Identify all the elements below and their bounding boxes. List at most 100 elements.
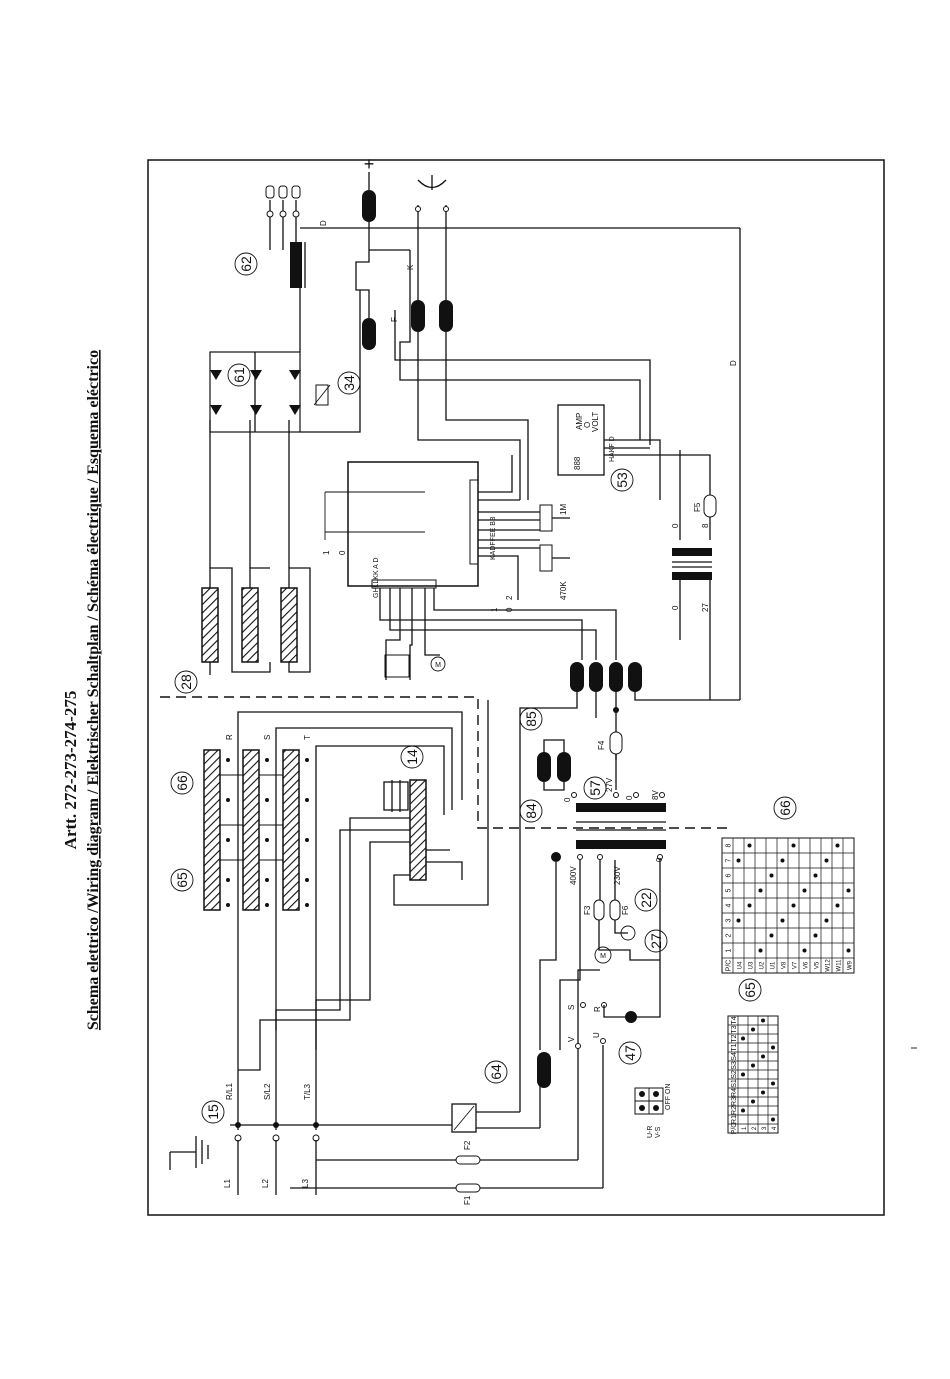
svg-text:D: D — [319, 220, 328, 226]
component-66a — [170, 771, 194, 795]
table-row-label: U2 — [760, 961, 766, 969]
component-84 — [519, 799, 543, 823]
svg-text:61: 61 — [231, 367, 247, 383]
svg-text:27: 27 — [648, 933, 664, 949]
svg-text:66: 66 — [777, 800, 793, 816]
contact-dot — [780, 918, 785, 923]
contact-dot — [791, 843, 796, 848]
table-row-label: 3 — [762, 1126, 768, 1130]
table-header-cell: P/C — [726, 960, 733, 972]
table-row-label: 2 — [752, 1126, 758, 1130]
contact-dot — [771, 1045, 775, 1050]
contact-dot — [835, 843, 840, 848]
svg-text:2: 2 — [505, 595, 514, 600]
svg-text:S: S — [263, 735, 272, 740]
contact-dot — [747, 903, 752, 908]
svg-text:22: 22 — [638, 892, 654, 908]
potentiometer-1m: 1M — [539, 504, 570, 532]
table-row-label: W9 — [848, 960, 854, 970]
table-header-cell: R3 — [731, 1097, 738, 1106]
contact-dot — [791, 903, 796, 908]
svg-text:0: 0 — [625, 795, 634, 800]
main-transformer-57: 57 0 27V 0 8V 400V 230V 0 — [563, 776, 666, 885]
contact-dot — [771, 1081, 775, 1086]
table-row-label: W12 — [826, 959, 832, 972]
svg-text:8: 8 — [701, 523, 710, 528]
contact-dot — [769, 933, 774, 938]
table-row-label: V8 — [782, 961, 788, 969]
svg-text:28: 28 — [178, 674, 194, 690]
table-header-cell: R4 — [731, 1088, 738, 1097]
svg-text:R: R — [225, 734, 234, 740]
svg-text:47: 47 — [622, 1045, 638, 1061]
svg-text:AMP: AMP — [575, 413, 584, 430]
table-header-cell: R1 — [731, 1115, 738, 1124]
table-header-cell: R2 — [731, 1106, 738, 1115]
svg-text:65: 65 — [742, 982, 758, 998]
transformer-62: 62 — [234, 185, 306, 288]
svg-text:OFF ON: OFF ON — [665, 1084, 672, 1110]
svg-text:400V: 400V — [569, 866, 578, 885]
svg-text:V: V — [567, 1036, 576, 1042]
fuse-f3-f6: F3 F6 — [583, 860, 660, 961]
svg-text:0: 0 — [338, 550, 347, 555]
svg-text:0: 0 — [563, 797, 572, 802]
contact-dot — [802, 948, 807, 953]
svg-text:F3: F3 — [583, 905, 592, 915]
svg-text:34: 34 — [341, 375, 357, 391]
component-27 — [644, 929, 668, 953]
svg-text:F5: F5 — [693, 502, 702, 512]
table-header-cell: 7 — [726, 858, 733, 862]
svg-text:R: R — [593, 1006, 602, 1012]
svg-text:62: 62 — [238, 256, 254, 272]
control-pins-left: GHLLKK A D — [373, 558, 380, 598]
contact-dot — [824, 918, 829, 923]
contact-dot — [741, 1072, 745, 1077]
table-header-cell: 4 — [726, 903, 733, 907]
table-header-cell: S3 — [731, 1061, 738, 1070]
diagram-subtitle: Schema elettrico /Wiring diagram / Elekt… — [85, 350, 102, 1030]
table-header-cell: T2 — [731, 1034, 738, 1042]
component-28 — [174, 670, 198, 694]
svg-text:HAKF D: HAKF D — [609, 436, 616, 462]
contact-dot — [751, 1099, 755, 1104]
table-row-label: V6 — [804, 961, 810, 969]
svg-text:U-R: U-R — [647, 1126, 654, 1138]
ground-icon — [169, 1136, 209, 1170]
contact-dot — [741, 1108, 745, 1113]
table-row-label: V5 — [815, 961, 821, 969]
pilot-lamp-icon — [551, 852, 561, 862]
table-header-cell: 2 — [726, 933, 733, 937]
component-64 — [484, 1060, 508, 1084]
table-header-cell: T1 — [731, 1043, 738, 1051]
svg-text:470K: 470K — [559, 581, 568, 600]
contact-dot — [813, 933, 818, 938]
svg-text:F6: F6 — [621, 905, 630, 915]
contact-dot — [769, 873, 774, 878]
control-board — [347, 461, 479, 587]
fuse-f1-f2: F2 F1 — [290, 1045, 604, 1205]
contact-dot — [751, 1027, 755, 1032]
fuse-f4 — [609, 731, 623, 755]
label-r-l1: R/L1 — [225, 1083, 234, 1100]
potentiometer-470k: 470K — [539, 544, 570, 600]
heating-elements-block — [203, 749, 309, 911]
svg-text:85: 85 — [523, 711, 539, 727]
label-t-l3: T/L3 — [303, 1083, 312, 1100]
label-s-l2: S/L2 — [263, 1083, 272, 1100]
svg-text:M: M — [435, 662, 441, 669]
indicator-lamp-icon — [625, 1011, 637, 1023]
contact-dot — [761, 1018, 765, 1023]
svg-text:VOLT: VOLT — [591, 412, 600, 432]
table-header-cell: 8 — [726, 843, 733, 847]
upper-heating-elements — [201, 420, 311, 675]
relay-stack — [570, 662, 642, 692]
svg-text:230V: 230V — [613, 866, 622, 885]
table-row-label: V7 — [793, 961, 799, 969]
table-row-label: W11 — [837, 959, 843, 972]
table-header-cell: 5 — [726, 888, 733, 892]
svg-text:64: 64 — [488, 1064, 504, 1080]
relay-85: 85 — [519, 707, 571, 791]
